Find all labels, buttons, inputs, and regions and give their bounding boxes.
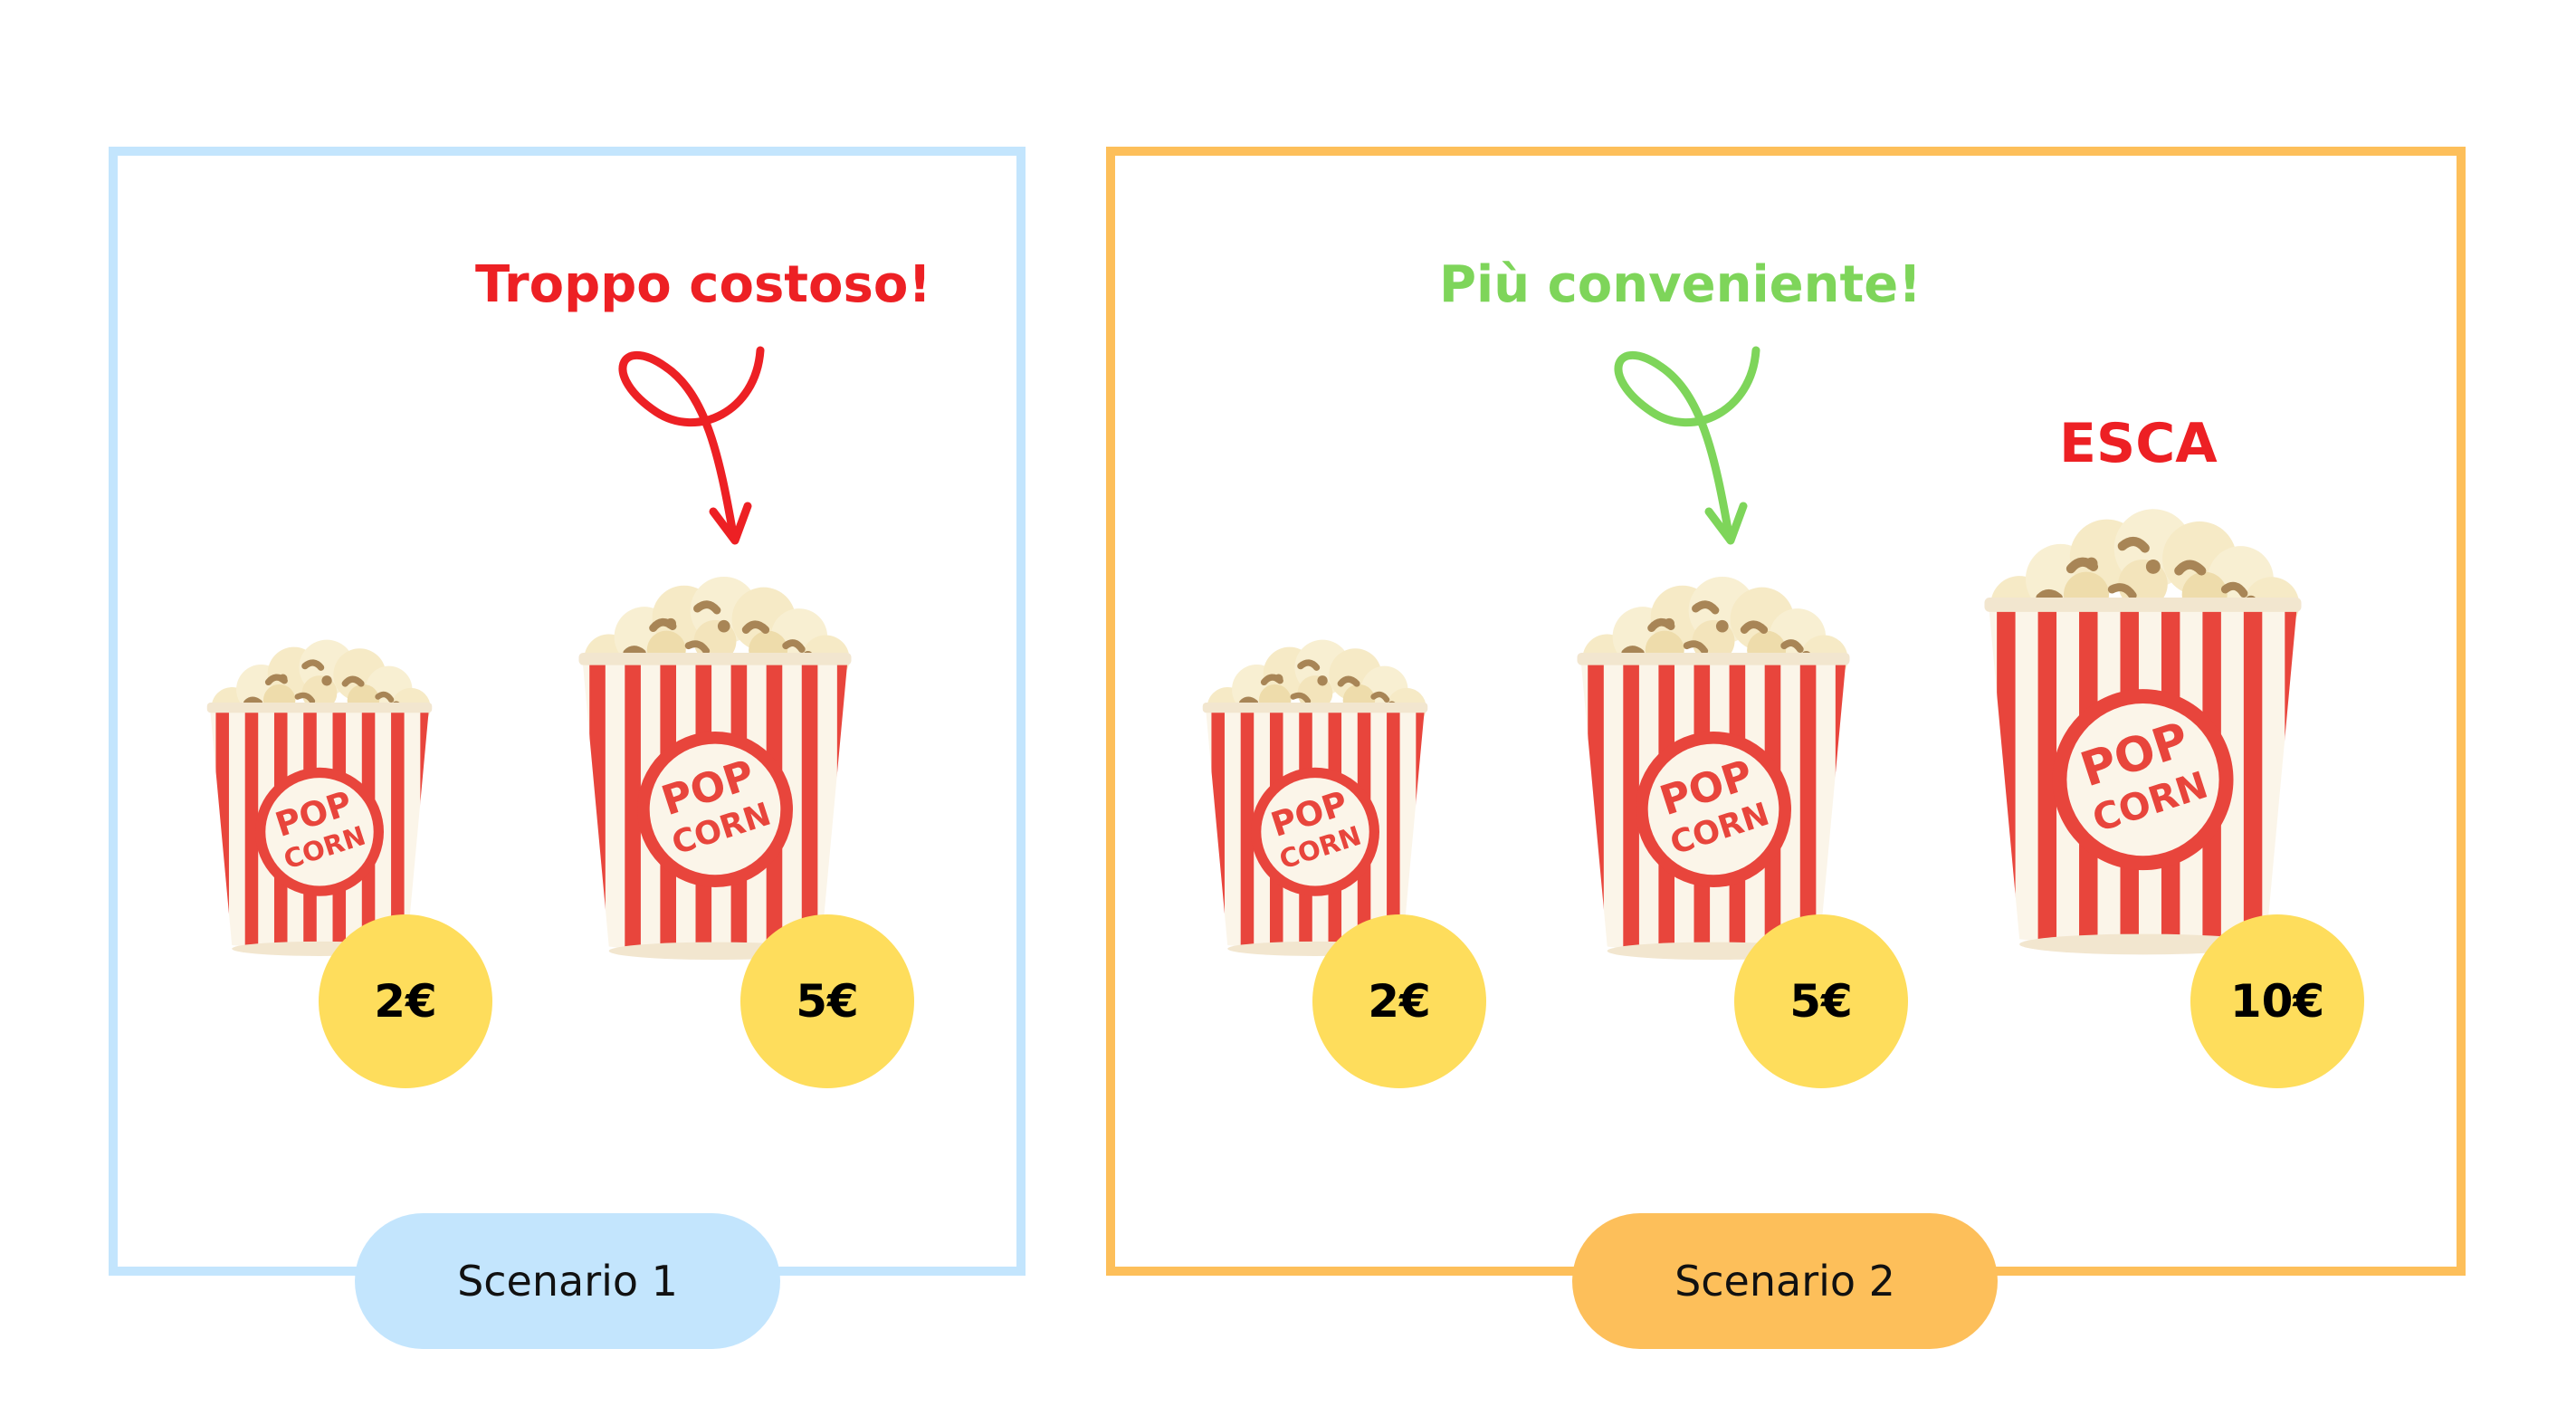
scenario-2-label: Scenario 2 — [1572, 1213, 1998, 1349]
price-badge: 2€ — [1312, 914, 1486, 1088]
decoy-label: ESCA — [2059, 412, 2218, 475]
price-badge: 2€ — [319, 914, 492, 1088]
price-badge: 5€ — [740, 914, 914, 1088]
popcorn-bucket-icon — [197, 638, 442, 960]
popcorn-bucket-icon — [1193, 638, 1437, 960]
popcorn-bucket-icon — [1969, 507, 2317, 960]
curly-arrow-icon — [618, 346, 765, 545]
popcorn-bucket-icon — [1564, 575, 1863, 964]
expensive-annotation: Troppo costoso! — [475, 255, 931, 314]
price-badge: 5€ — [1734, 914, 1908, 1088]
convenient-annotation: Più conveniente! — [1439, 255, 1922, 314]
price-badge: 10€ — [2190, 914, 2364, 1088]
scenario-1-label: Scenario 1 — [355, 1213, 780, 1349]
curly-arrow-icon — [1614, 346, 1760, 545]
popcorn-bucket-icon — [566, 575, 864, 964]
